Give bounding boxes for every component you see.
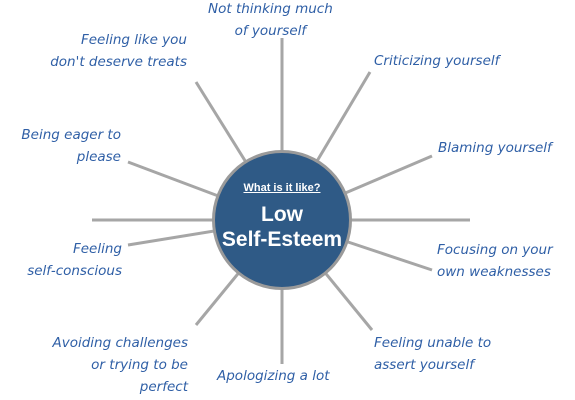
label-self-conscious: Feeling self-conscious bbox=[27, 241, 122, 279]
label-apologizing: Apologizing a lot bbox=[217, 368, 330, 384]
label-no-treats: Feeling like you don't deserve treats bbox=[50, 32, 187, 70]
label-focusing-weaknesses: Focusing on your own weaknesses bbox=[437, 242, 553, 280]
center-title-line2: Self-Esteem bbox=[221, 228, 343, 251]
center-subtitle: What is it like? bbox=[243, 182, 321, 194]
center-circle: What is it like? Low Self-Esteem bbox=[212, 150, 352, 290]
label-avoiding-challenges: Avoiding challenges or trying to be perf… bbox=[52, 335, 189, 395]
label-not-thinking-much: Not thinking much of yourself bbox=[208, 1, 333, 39]
label-eager-to-please: Being eager to please bbox=[21, 127, 121, 165]
label-criticizing-yourself: Criticizing yourself bbox=[374, 53, 500, 69]
label-blaming-yourself: Blaming yourself bbox=[438, 140, 552, 156]
label-unable-to-assert: Feeling unable to assert yourself bbox=[374, 335, 492, 373]
center-title-line1: Low bbox=[261, 203, 303, 226]
